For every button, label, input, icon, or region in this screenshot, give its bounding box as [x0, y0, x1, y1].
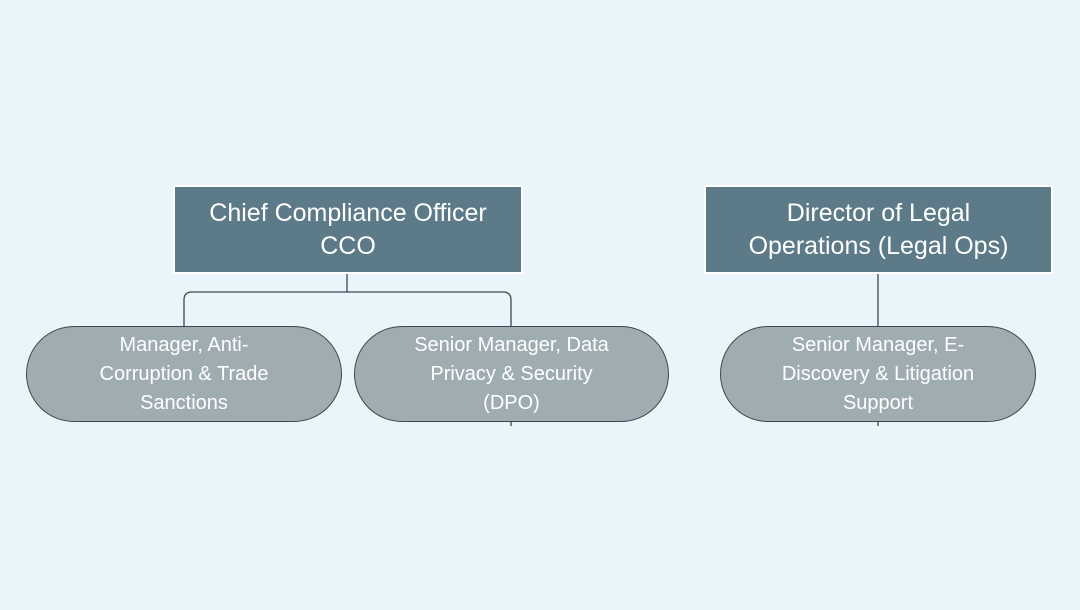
legal-ops-title-line-1: Director of Legal	[786, 198, 971, 227]
node-label-line: Sanctions	[140, 391, 228, 414]
senior-manager-data-privacy-node: Senior Manager, Data Privacy & Security …	[354, 326, 669, 422]
node-label-line: (DPO)	[483, 391, 540, 414]
director-legal-operations-box: Director of Legal Operations (Legal Ops)	[704, 185, 1053, 274]
node-label-line: Senior Manager, E-	[791, 333, 965, 356]
node-label-line: Privacy & Security	[430, 362, 593, 385]
cco-title-line-2: CCO	[320, 231, 376, 260]
node-label-line: Manager, Anti-	[119, 333, 249, 356]
manager-anti-corruption-node: Manager, Anti- Corruption & Trade Sancti…	[26, 326, 342, 422]
cco-title-line-1: Chief Compliance Officer	[209, 198, 487, 227]
senior-manager-e-discovery-node: Senior Manager, E- Discovery & Litigatio…	[720, 326, 1036, 422]
legal-ops-title-line-2: Operations (Legal Ops)	[748, 231, 1009, 260]
chief-compliance-officer-box: Chief Compliance Officer CCO	[173, 185, 523, 274]
node-label-line: Senior Manager, Data	[414, 333, 609, 356]
node-label-line: Corruption & Trade	[99, 362, 269, 385]
connector-cco-branch	[183, 291, 512, 326]
node-label-line: Support	[842, 391, 914, 414]
node-label-line: Discovery & Litigation	[781, 362, 975, 385]
